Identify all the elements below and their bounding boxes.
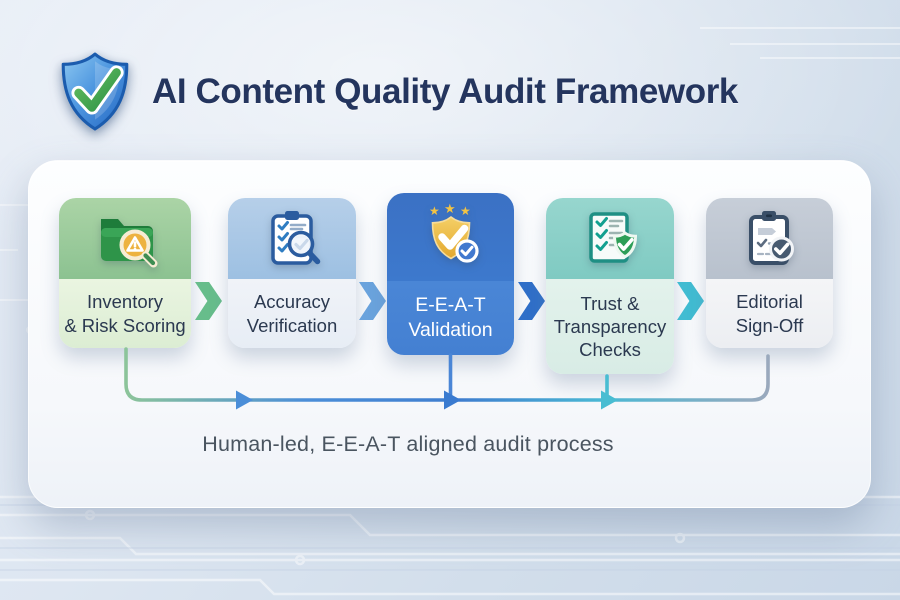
process-caption: Human-led, E-E-A-T aligned audit process <box>202 432 614 456</box>
document-shield-icon <box>577 207 643 271</box>
step-label: Inventory & Risk Scoring <box>59 279 191 348</box>
step-label: Accuracy Verification <box>228 279 356 348</box>
step-label-line: Checks <box>579 339 641 361</box>
step-label-line: Accuracy <box>253 291 331 313</box>
folder-risk-magnifier-icon <box>90 208 160 270</box>
step-card-editorial-sign-off: Editorial Sign-Off <box>706 198 833 348</box>
clipboard-signoff-icon <box>738 207 802 271</box>
shield-check-icon <box>56 51 134 133</box>
step-icon-area <box>59 198 191 279</box>
step-icon-area <box>546 198 674 279</box>
header: AI Content Quality Audit Framework <box>56 50 738 134</box>
step-label-line: Editorial <box>736 291 803 313</box>
step-label-line: E-E-A-T <box>415 294 486 317</box>
gold-shield-stars-icon: ★ ★ ★ <box>415 200 487 274</box>
step-label-line: Verification <box>246 314 338 336</box>
step-label: Trust & Transparency Checks <box>546 279 674 374</box>
step-label-line: Validation <box>408 319 493 341</box>
chevron-right-icon <box>518 282 545 320</box>
step-label-line: & Risk Scoring <box>64 314 186 336</box>
step-label-line: Transparency <box>553 315 667 337</box>
page-title: AI Content Quality Audit Framework <box>152 72 738 111</box>
step-label: Editorial Sign-Off <box>706 279 833 348</box>
svg-text:★: ★ <box>444 202 456 217</box>
step-card-accuracy-verification: Accuracy Verification <box>228 198 356 348</box>
framework-panel: Inventory & Risk Scoring <box>28 160 871 508</box>
step-label-line: Inventory <box>86 291 164 313</box>
step-icon-area: ★ ★ ★ <box>387 193 514 281</box>
svg-text:★: ★ <box>429 204 440 218</box>
chevron-right-icon <box>195 282 222 320</box>
step-icon-area <box>706 198 833 279</box>
step-card-inventory-risk-scoring: Inventory & Risk Scoring <box>59 198 191 348</box>
chevron-right-icon <box>359 282 386 320</box>
step-icon-area <box>228 198 356 279</box>
svg-text:★: ★ <box>460 204 471 218</box>
step-label-line: Sign-Off <box>735 314 804 336</box>
step-label: E-E-A-T Validation <box>387 281 514 355</box>
step-label-line: Trust & <box>580 292 640 314</box>
chevron-right-icon <box>677 282 704 320</box>
step-card-eeat-validation: ★ ★ ★ E-E-A-T Validation <box>387 193 514 355</box>
checklist-magnifier-icon <box>260 207 324 271</box>
step-card-trust-transparency-checks: Trust & Transparency Checks <box>546 198 674 374</box>
